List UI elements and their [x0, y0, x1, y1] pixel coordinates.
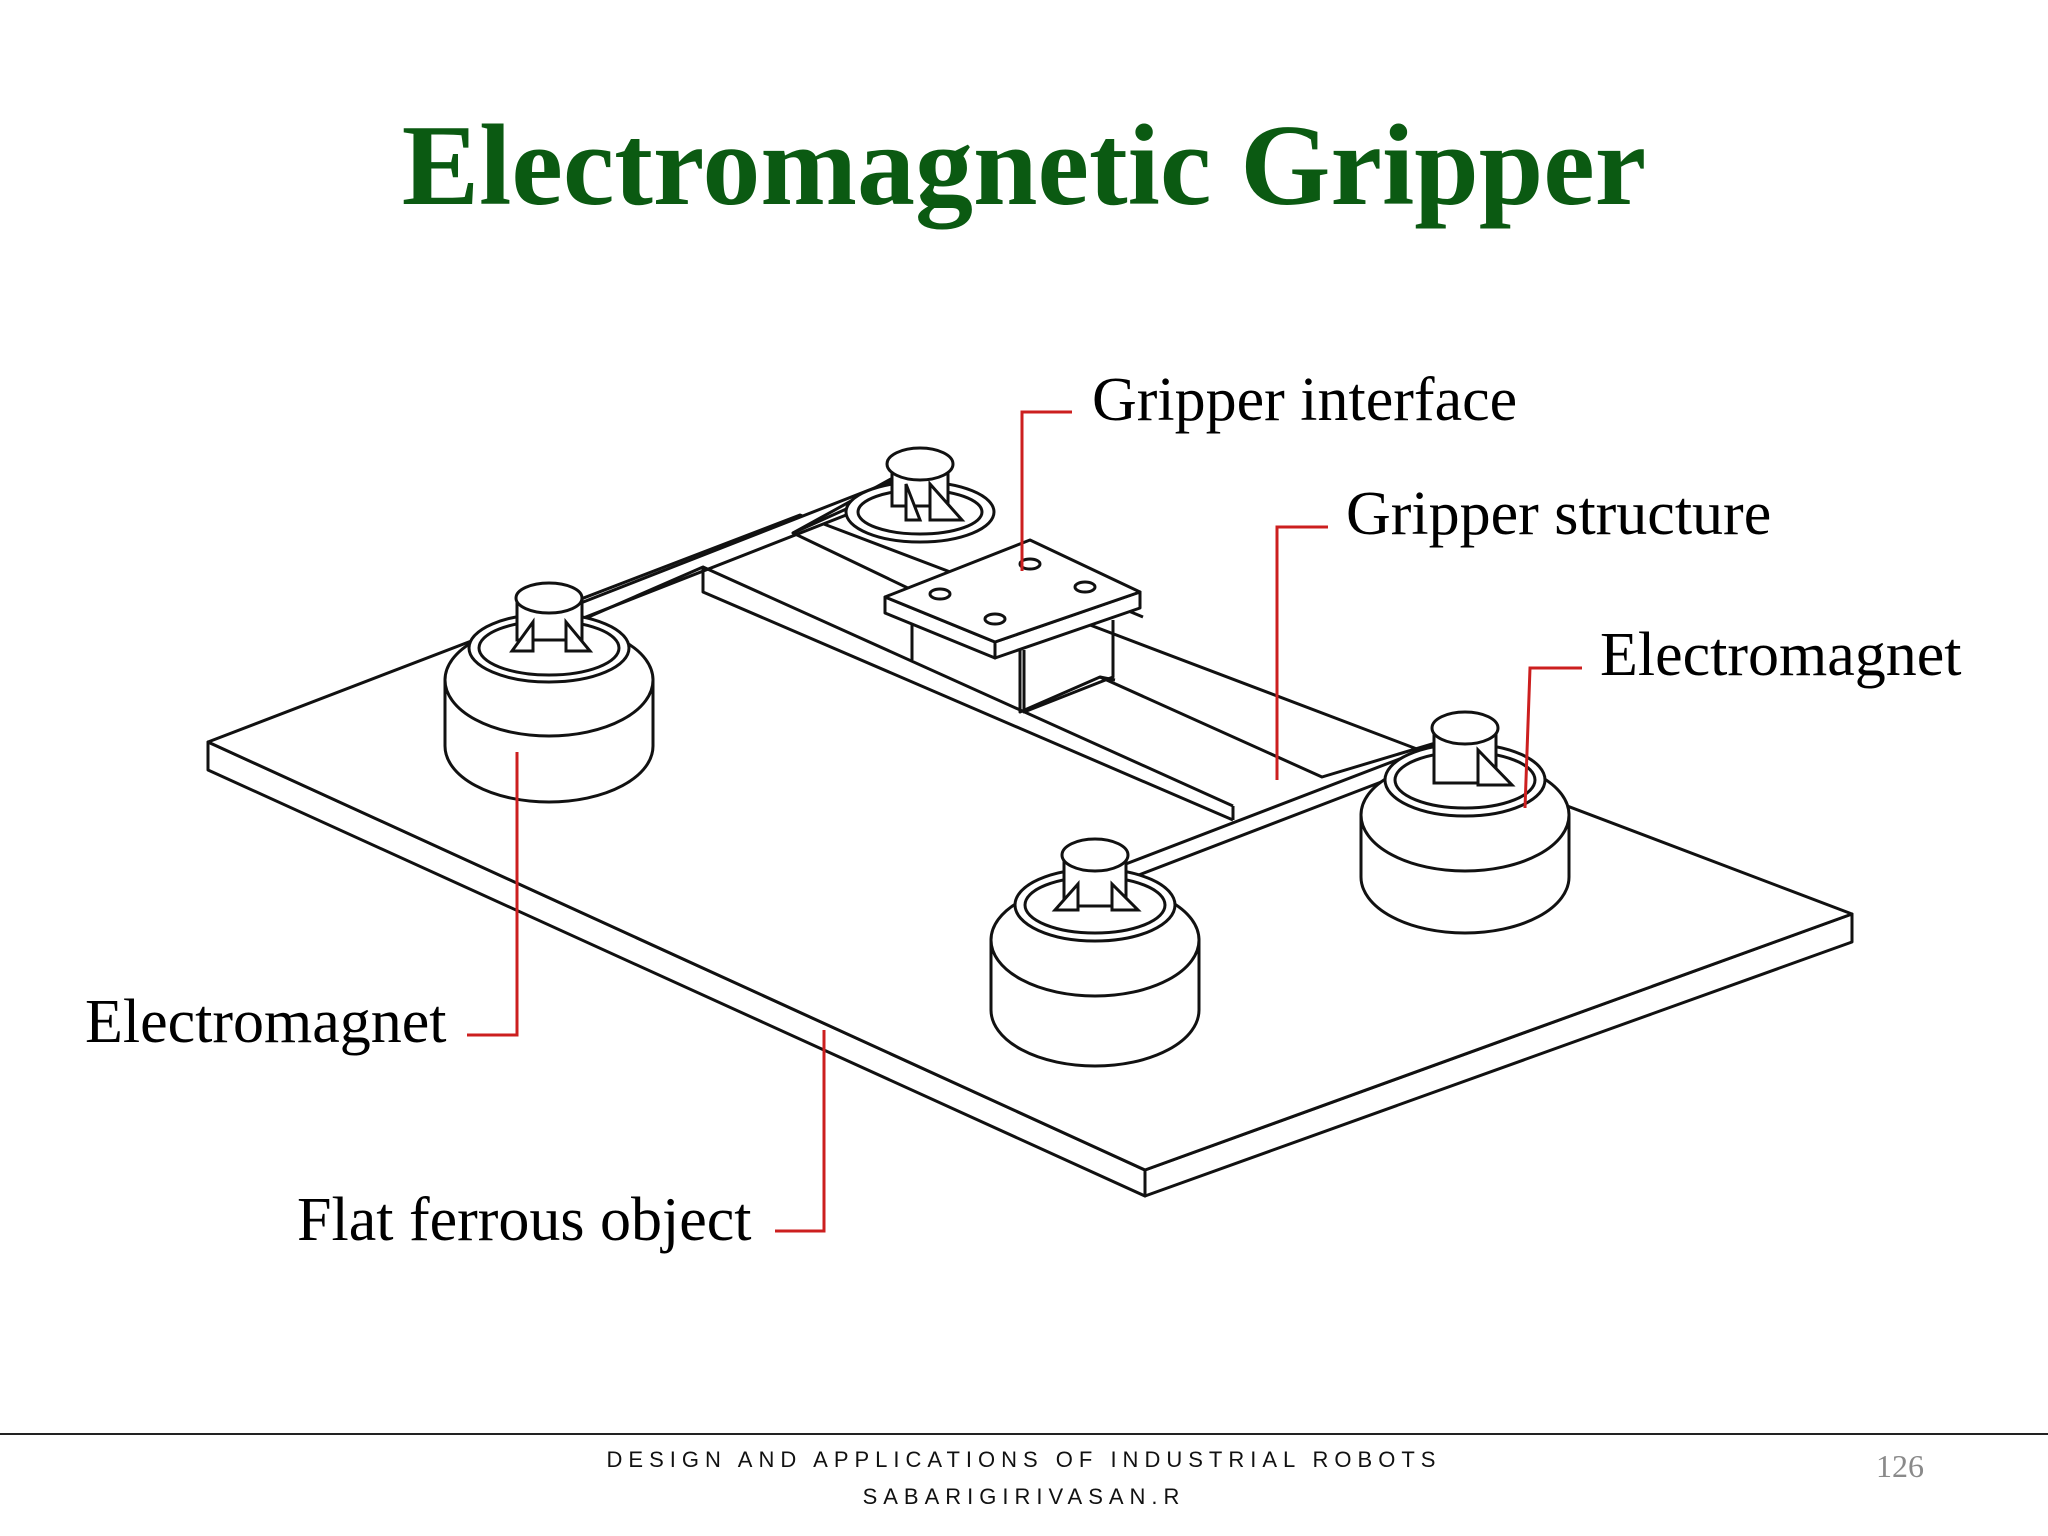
label-flat-ferrous-object: Flat ferrous object — [297, 1186, 752, 1254]
leader-electromagnet-left — [467, 752, 519, 1037]
leader-flat-ferrous-object — [775, 1030, 826, 1233]
label-electromagnet-right: Electromagnet — [1600, 621, 1962, 689]
electromagnet-top — [844, 446, 996, 544]
footer-course-title: DESIGN AND APPLICATIONS OF INDUSTRIAL RO… — [606, 1447, 1442, 1472]
leader-electromagnet-right — [1523, 666, 1582, 809]
label-gripper-interface: Gripper interface — [1092, 366, 1517, 434]
footer-rule — [0, 1433, 2048, 1435]
leader-gripper-structure — [1275, 525, 1328, 780]
gripper-interface-plate — [883, 538, 1142, 714]
label-electromagnet-left: Electromagnet — [85, 988, 447, 1056]
footer-author: SABARIGIRIVASAN.R — [862, 1484, 1186, 1509]
electromagnet-front — [989, 837, 1201, 1068]
electromagnet-left — [443, 581, 655, 804]
electromagnet-right — [1359, 710, 1571, 935]
label-gripper-structure: Gripper structure — [1346, 480, 1771, 548]
leader-gripper-interface — [1020, 410, 1072, 571]
leader-lines — [467, 410, 1582, 1233]
page-number: 126 — [1876, 1448, 1924, 1484]
slide-title: Electromagnetic Gripper — [401, 102, 1647, 230]
